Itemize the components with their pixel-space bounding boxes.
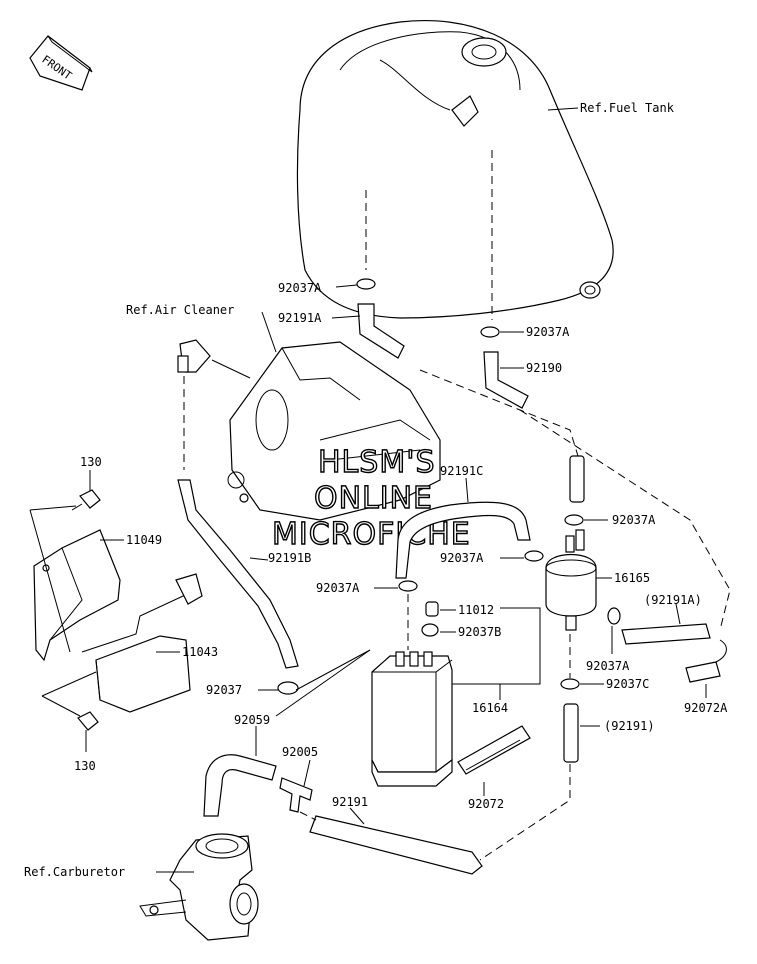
label-92037A-5: 92037A — [586, 659, 630, 673]
watermark: HLSM'S ONLINE MICROFICHE — [271, 444, 471, 552]
bolt-130-bottom: 130 — [74, 711, 99, 773]
label-92191A-paren: (92191A) — [644, 593, 702, 607]
label-92191C: 92191C — [440, 464, 483, 478]
hose-92191A: 92191A — [278, 303, 405, 359]
watermark-line1: HLSM'S — [318, 445, 436, 480]
label-92191-paren: (92191) — [604, 719, 655, 733]
label-92190: 92190 — [526, 361, 562, 375]
watermark-line3: MICROFICHE — [272, 517, 471, 552]
band-92072: 92072 — [457, 725, 531, 811]
hose-92191: 92191 — [309, 795, 483, 875]
clip-92037A-5: 92037A — [586, 607, 630, 673]
hose-92191B: 92191B — [177, 479, 311, 669]
label-92191A: 92191A — [278, 311, 322, 325]
ref-carburetor-label: Ref.Carburetor — [24, 865, 125, 879]
fuel-filter-16165: 16165 — [545, 529, 650, 631]
label-92191B: 92191B — [268, 551, 311, 565]
label-92072: 92072 — [468, 797, 504, 811]
clip-92037A-2: 92037A — [480, 325, 570, 339]
label-92037A-6: 92037A — [316, 581, 360, 595]
label-11043: 11043 — [182, 645, 218, 659]
band-92072A: 92072A — [684, 639, 728, 715]
label-92037: 92037 — [206, 683, 242, 697]
label-92059: 92059 — [234, 713, 270, 727]
label-16164: 16164 — [472, 701, 508, 715]
label-92037A-1: 92037A — [278, 281, 322, 295]
label-92037A-2: 92037A — [526, 325, 570, 339]
hose-92191C: 92191C — [395, 464, 531, 579]
label-92037B: 92037B — [458, 625, 501, 639]
cap-11012: 11012 — [425, 601, 494, 617]
fuel-tank — [296, 20, 614, 319]
label-92191: 92191 — [332, 795, 368, 809]
bolt-130-top: 130 — [71, 455, 102, 511]
front-arrow-icon: FRONT — [29, 35, 93, 91]
air-cleaner — [211, 341, 441, 521]
hose-92191A-paren: (92191A) — [621, 593, 711, 645]
clip-92037: 92037 — [206, 681, 299, 697]
tray-11043: 11043 — [81, 573, 218, 713]
clip-92037A-3: 92037A — [564, 513, 656, 527]
label-92037A-4: 92037A — [440, 551, 484, 565]
clip-92037B: 92037B — [421, 623, 501, 639]
label-11049: 11049 — [126, 533, 162, 547]
bracket-11049: 11049 — [33, 529, 162, 662]
elbow-fitting — [177, 339, 211, 373]
label-130-bottom: 130 — [74, 759, 96, 773]
clip-92037C: 92037C — [560, 677, 649, 691]
label-92005: 92005 — [282, 745, 318, 759]
label-16165: 16165 — [614, 571, 650, 585]
hose-92190: 92190 — [483, 351, 562, 409]
hose-92191-paren: (92191) — [563, 703, 655, 763]
label-92037A-3: 92037A — [612, 513, 656, 527]
watermark-line2: ONLINE — [314, 481, 433, 516]
label-92037C: 92037C — [606, 677, 649, 691]
clip-92037A-1: 92037A — [278, 278, 376, 295]
label-92072A: 92072A — [684, 701, 728, 715]
label-130-top: 130 — [80, 455, 102, 469]
clip-92037A-4: 92037A — [440, 550, 544, 565]
t-fitting-92005: 92005 — [279, 745, 318, 813]
ref-air-cleaner-label: Ref.Air Cleaner — [126, 303, 234, 317]
label-11012: 11012 — [458, 603, 494, 617]
hose-92059: 92059 — [203, 713, 277, 817]
canister-16164 — [371, 651, 453, 787]
ref-fuel-tank-label: Ref.Fuel Tank — [580, 101, 675, 115]
carburetor — [139, 833, 259, 941]
clip-92037A-6: 92037A — [316, 580, 418, 595]
